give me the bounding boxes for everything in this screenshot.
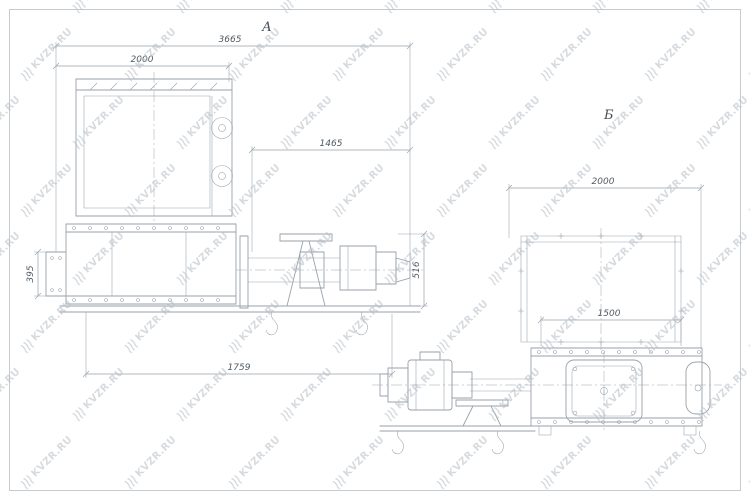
drive-a bbox=[236, 235, 424, 309]
view-b-label: Б bbox=[603, 108, 614, 123]
sheet-frame bbox=[9, 9, 741, 491]
body-b bbox=[530, 347, 711, 436]
stand-b bbox=[455, 399, 509, 427]
dimension-label: 1500 bbox=[598, 309, 621, 319]
anchor-hook bbox=[491, 430, 504, 455]
foot bbox=[538, 425, 552, 436]
base-a bbox=[59, 305, 421, 336]
bolt-row-top-b bbox=[537, 350, 701, 354]
bolt-row-bottom-a bbox=[72, 298, 220, 302]
left-flange-a bbox=[45, 251, 67, 297]
bolt-row-bottom-b bbox=[537, 420, 701, 424]
hopper-b bbox=[518, 228, 684, 350]
body-a bbox=[45, 223, 237, 305]
bearing-housing-b bbox=[685, 361, 711, 415]
anchor-hook bbox=[391, 430, 404, 455]
dimension-base-length-a: 1759 bbox=[82, 312, 396, 378]
machine-view-b: Б bbox=[372, 108, 722, 455]
dimension-label: 2000 bbox=[131, 55, 154, 65]
bolt-row-top-a bbox=[72, 226, 220, 230]
dimension-flange-height-a: 395 bbox=[26, 248, 46, 300]
hopper-a bbox=[75, 72, 233, 222]
base-b bbox=[379, 425, 706, 455]
dimension-drive-height-a: 516 bbox=[398, 230, 428, 310]
dimension-label: 2000 bbox=[592, 177, 615, 187]
dimension-label: 1465 bbox=[320, 139, 343, 149]
anchor-hook bbox=[355, 311, 368, 336]
dimension-hopper-width-b: 2000 bbox=[505, 177, 705, 348]
stand-a bbox=[279, 233, 333, 307]
view-a-label: А bbox=[261, 20, 272, 35]
dimension-label: 516 bbox=[412, 261, 422, 278]
dimension-drive-span-a: 1465 bbox=[248, 139, 414, 252]
dimension-label: 395 bbox=[26, 265, 36, 282]
machine-view-a: А bbox=[26, 20, 428, 378]
dimension-body-width-b: 1500 bbox=[537, 309, 685, 346]
anchor-hook bbox=[693, 430, 706, 455]
dimension-label: 3665 bbox=[219, 35, 242, 45]
dimension-overall-length-a: 3665 bbox=[52, 35, 414, 306]
foot bbox=[683, 425, 697, 436]
dimension-hopper-width-a: 2000 bbox=[52, 55, 233, 82]
drive-b bbox=[372, 351, 722, 411]
dimension-label: 1759 bbox=[228, 363, 251, 373]
anchor-hook bbox=[265, 311, 278, 336]
